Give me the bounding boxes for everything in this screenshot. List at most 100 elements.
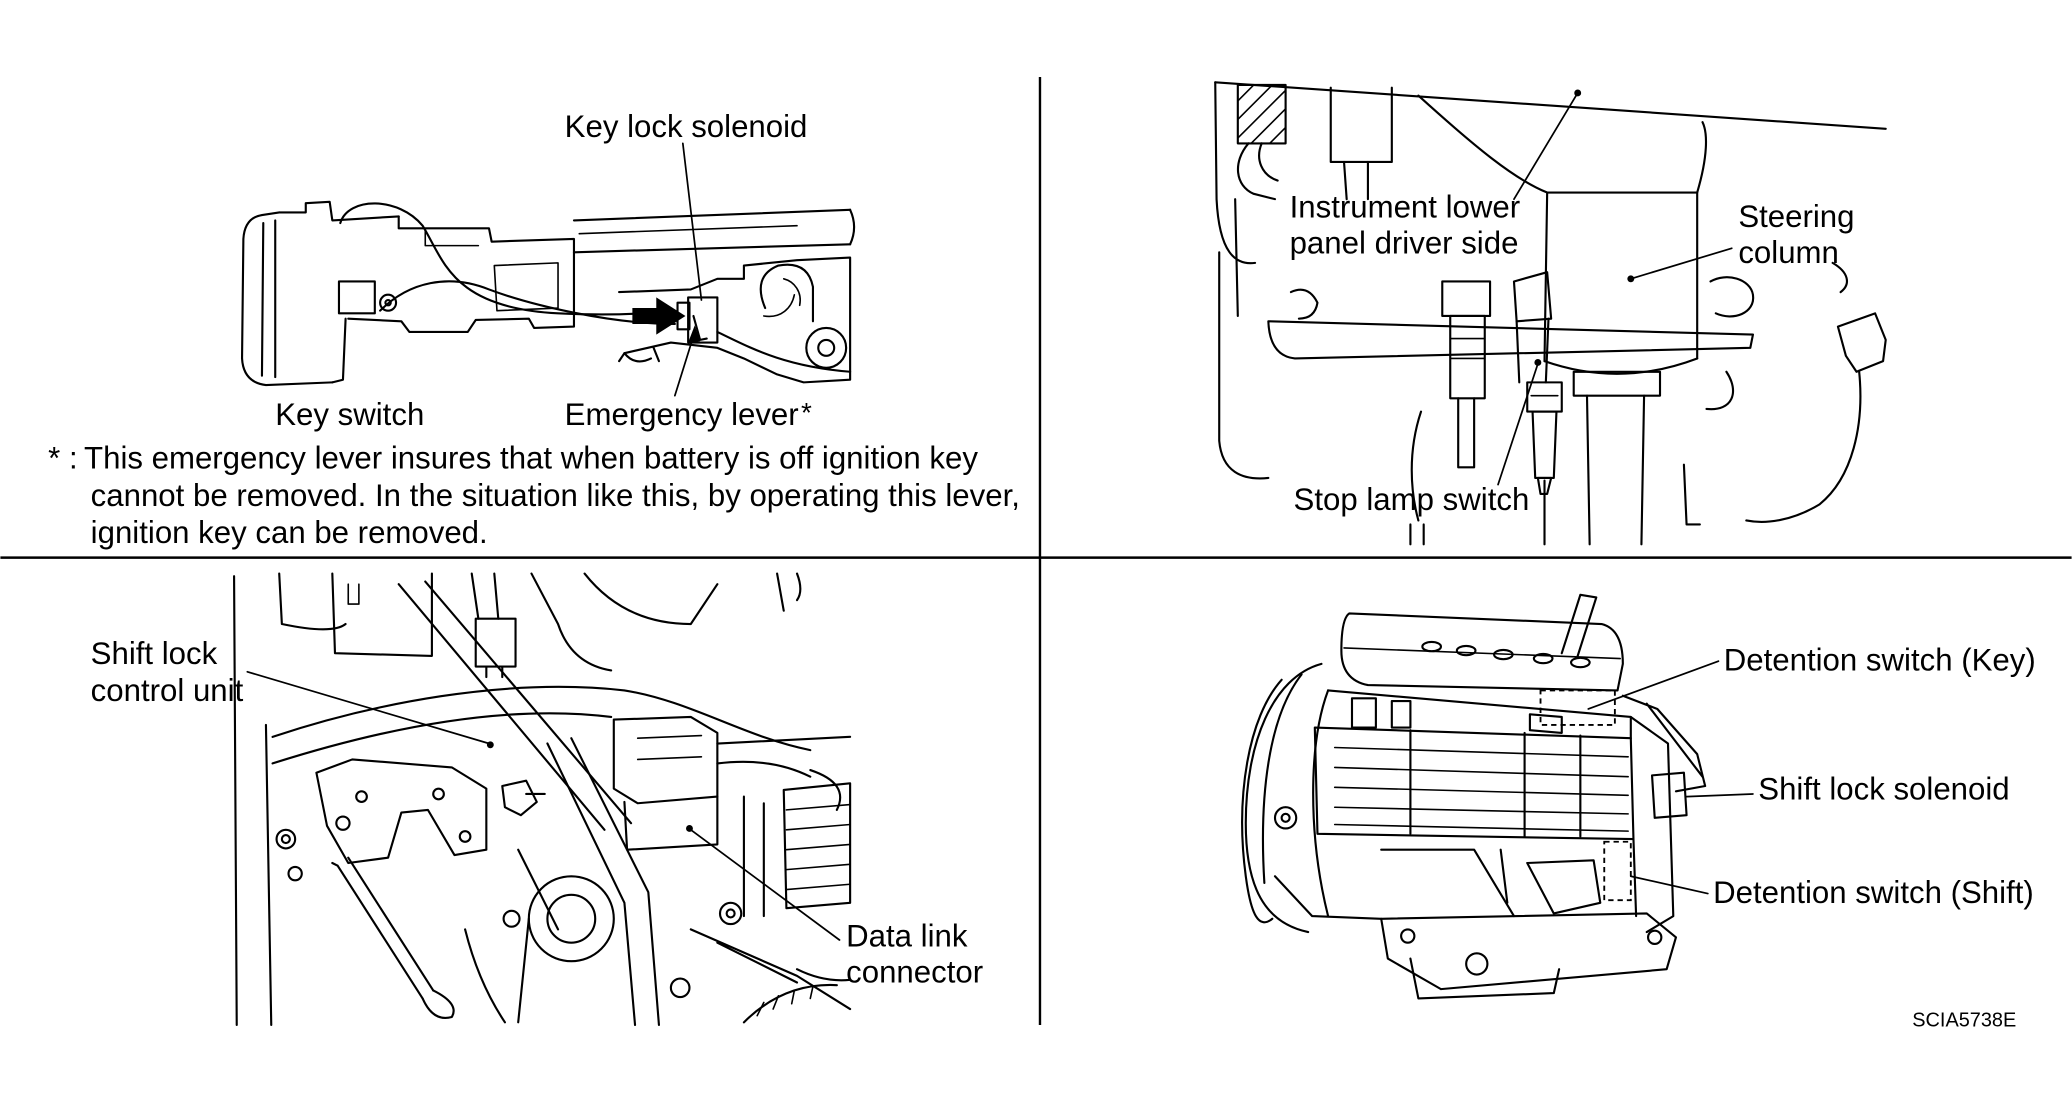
stop-lamp-switch-head (1512, 271, 1553, 323)
wire-harness-2 (379, 280, 676, 326)
column-shaft (1585, 394, 1646, 546)
column-shaft-lower (572, 243, 852, 254)
indicator-hole-5 (1569, 656, 1591, 669)
screw-4-center (725, 908, 736, 919)
shift-lock-solenoid-leader (1685, 793, 1754, 798)
instrument-lower-panel-leader (1513, 92, 1579, 201)
housing-tab (1528, 713, 1563, 734)
instrument-lower-panel-label-1: Instrument lower (1290, 190, 1521, 225)
screwdriver-shaft (331, 856, 435, 1000)
instrument-panel-edge (1214, 81, 1887, 130)
connector-wire-1 (1236, 142, 1277, 201)
lower-harness (689, 928, 852, 1011)
adjacent-switch-head (1441, 280, 1492, 318)
brake-lever (517, 848, 560, 931)
bracket-hook-tip (652, 346, 660, 363)
steering-column-leader-dot (1627, 275, 1635, 283)
detent-mechanism (1380, 848, 1602, 918)
data-link-connector-slots (636, 734, 703, 761)
screw-2 (287, 865, 303, 882)
right-lower-curve (1705, 370, 1735, 411)
instrument-lower-panel-label-2: panel driver side (1290, 226, 1519, 261)
instrument-lower-panel-leader-dot (1574, 89, 1582, 97)
boot-lines (464, 917, 530, 1024)
base-plate (1380, 912, 1678, 991)
key-switch-label: Key switch (275, 397, 424, 432)
bracket-hook (623, 352, 653, 363)
adjacent-switch-threads (1449, 337, 1486, 360)
wire-harness-1 (339, 202, 676, 316)
column-boot-outer (527, 875, 615, 963)
left-frame-member (1234, 198, 1239, 318)
column-shroud (1417, 94, 1708, 194)
detention-switch-shift-leader (1629, 875, 1709, 895)
selector-top-cover (1340, 612, 1624, 692)
column-shaft-end (849, 208, 856, 246)
emergency-lever-asterisk: * (801, 397, 812, 428)
detention-switch-key-location (1539, 689, 1616, 726)
base-bracket (1409, 957, 1561, 1000)
bottom-gear-teeth (756, 985, 814, 1017)
key-cylinder-bezel-inner (260, 221, 265, 377)
connector-wire-2 (1258, 142, 1279, 182)
shift-lever-leaders (1587, 660, 1754, 895)
indicator-hole-3 (1492, 648, 1514, 661)
housing-slats (1333, 746, 1629, 832)
wire-harness-secondary (271, 712, 613, 765)
left-clip (1289, 288, 1319, 320)
stop-lamp-switch-body (1531, 410, 1558, 480)
direction-arrow-icon (632, 297, 686, 335)
housing-clip-1 (1350, 697, 1377, 729)
lower-stubs (1409, 479, 1546, 546)
top-right-connector (1621, 694, 1707, 793)
lower-bracket (618, 256, 852, 384)
right-connector-wire (1745, 370, 1862, 523)
note-line-3: ignition key can be removed. (91, 515, 488, 550)
housing-slot (493, 262, 559, 312)
screw-1-center (280, 834, 291, 845)
detention-switch-key-label: Detention switch (Key) (1724, 642, 2036, 677)
figure-code: SCIA5738E (1912, 1009, 2016, 1031)
emergency-lever-label: Emergency lever (565, 397, 799, 432)
emergency-lever-arrowhead (688, 325, 701, 343)
data-link-connector-body (612, 715, 719, 805)
shift-lock-control-unit-leader (246, 670, 490, 745)
data-link-connector-leader (689, 828, 841, 941)
wire-loop-1 (763, 293, 796, 318)
column-collar (1572, 370, 1662, 397)
stop-lamp-switch-mount (1515, 317, 1550, 384)
control-unit-drawing (233, 572, 852, 1027)
steering-column-label-1: Steering (1738, 199, 1854, 234)
note-line-2: cannot be removed. In the situation like… (91, 478, 1020, 513)
stop-lamp-switch-plunger (1536, 476, 1553, 495)
housing-inner-curve (1312, 689, 1330, 918)
bracket-boss-hole (817, 338, 836, 357)
indicator-hole-4 (1532, 652, 1554, 665)
left-frame-lower (1218, 251, 1270, 480)
key-lock-leaders (674, 142, 703, 397)
data-link-connector-label-1: Data link (846, 919, 968, 954)
slatted-panel-slats (785, 803, 851, 891)
harness-clamp (501, 779, 546, 817)
column-shroud-bottom (1543, 357, 1699, 375)
key-cylinder-bezel (240, 211, 334, 387)
shift-lock-solenoid-body (1650, 771, 1688, 819)
stop-lamp-switch-leader (1497, 362, 1539, 486)
pedal-bracket-plate (1267, 320, 1755, 360)
rear-members (742, 795, 765, 918)
adjacent-switch-body (1449, 314, 1486, 400)
left-frame-edge (1214, 81, 1257, 265)
top-right-curves (530, 572, 802, 672)
right-connector (1836, 312, 1887, 373)
housing-step (424, 227, 480, 247)
stop-lamp-switch-drawing (1214, 81, 1887, 546)
shift-lock-control-unit-leader-dot (486, 741, 494, 749)
mount-bolt (1273, 806, 1298, 830)
bracket-hole-1 (335, 815, 351, 831)
shift-lock-solenoid-label: Shift lock solenoid (1758, 771, 2009, 806)
harness-left-2 (1261, 673, 1303, 884)
shift-lever-assembly-drawing (1241, 593, 1707, 1000)
column-boot-inner (546, 893, 597, 944)
selector-cover-edge (1343, 647, 1621, 660)
steering-column-label-2: column (1738, 235, 1839, 270)
